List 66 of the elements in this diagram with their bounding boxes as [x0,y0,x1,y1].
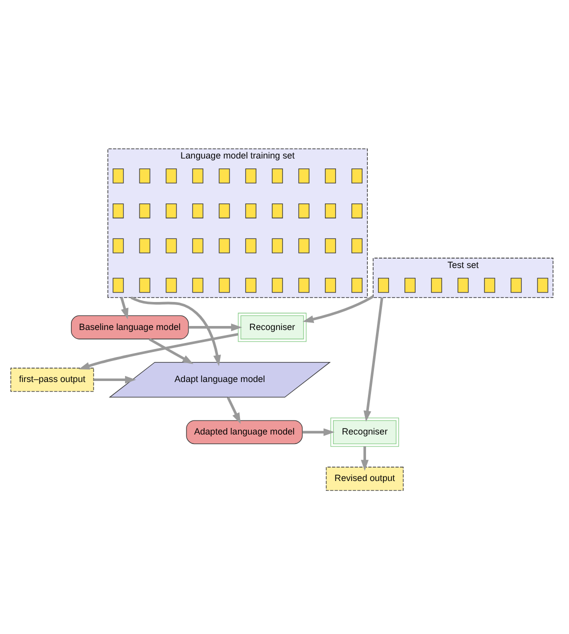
node-box [324,238,336,254]
arrow [302,295,374,323]
arrow [148,338,194,364]
node-box [218,278,230,293]
node-box [112,278,124,293]
node-box [272,168,283,184]
node-box [272,278,283,293]
node-box [218,203,230,218]
arrow [120,297,128,320]
node-box [272,238,283,254]
node-box [112,203,124,218]
arrow [360,446,369,471]
arrow [302,428,335,436]
node-box [139,168,150,184]
node-box [378,278,389,293]
node-box [351,278,362,293]
node-box [112,238,124,254]
node-box [351,168,362,184]
node-box: first–pass output [10,368,94,392]
node-box [245,278,256,293]
node-box: Baseline language model [70,315,189,340]
node-box [298,168,310,184]
node-box [324,278,336,293]
node-box: Adapted language model [186,420,303,444]
node-box [245,168,256,184]
node-box [245,203,256,218]
node-box [404,278,416,293]
node-box [298,278,310,293]
node-box [351,203,362,218]
arrow [226,396,241,424]
node-box: Recogniser [238,312,306,342]
node-box [192,168,204,184]
node-box [192,238,204,254]
node-box [166,203,177,218]
arrow [94,376,136,384]
node-box [324,168,336,184]
node-box [218,168,230,184]
node-box [272,203,283,218]
node-box: Revised output [326,466,404,491]
node-box [139,203,150,218]
node-box [192,203,204,218]
arrow [130,296,221,366]
node-box [537,278,548,293]
node-box [298,203,310,218]
node-box [166,278,177,293]
node-box [112,168,124,184]
node-box [166,168,177,184]
arrow [188,323,242,332]
node-box [139,278,150,293]
node-box [351,238,362,254]
arrow [78,333,238,370]
node-box [324,203,336,218]
cluster: Test set [372,258,554,298]
node-box [484,278,496,293]
cluster: Language model training set [108,148,368,298]
node-box [298,238,310,254]
node-box [245,238,256,254]
arrow [364,297,384,422]
node-box: Recogniser [330,418,400,447]
node-box [139,238,150,254]
node-box [218,238,230,254]
node-box [510,278,522,293]
node-box [166,238,177,254]
node-box [458,278,469,293]
node-box [192,278,204,293]
node-box [431,278,442,293]
